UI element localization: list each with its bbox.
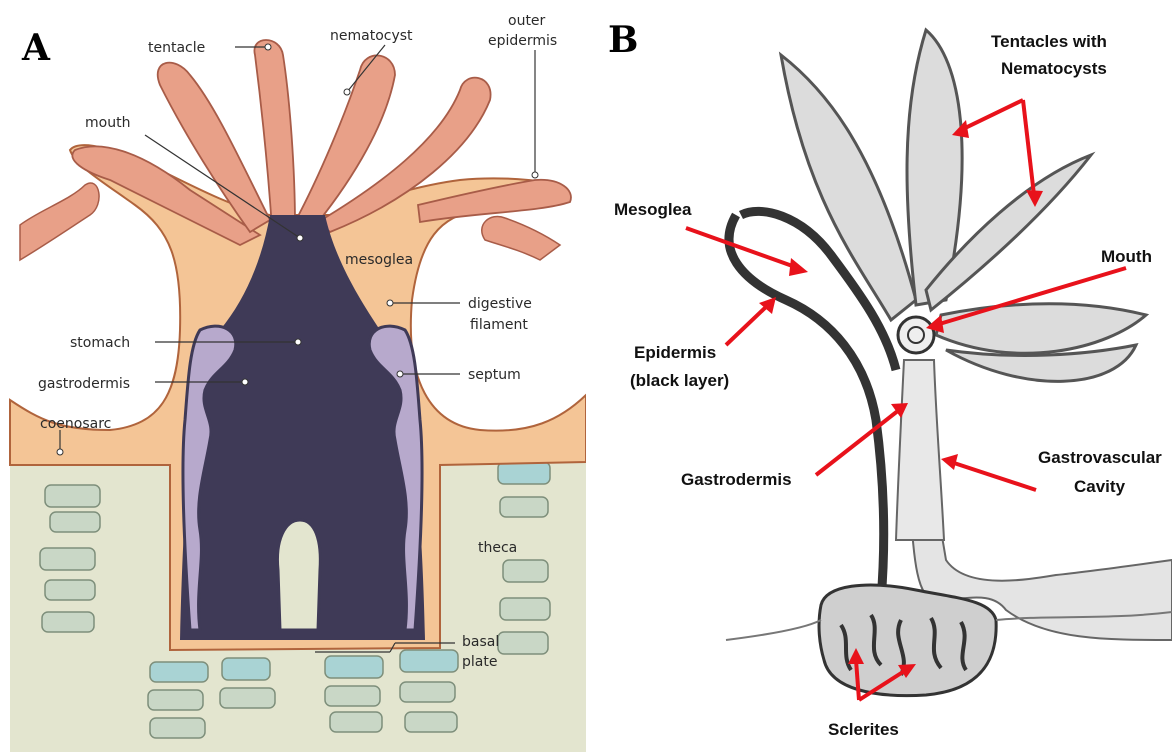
label-theca: theca: [478, 540, 517, 556]
label-septum: septum: [468, 367, 521, 383]
label-mesoglea: Mesoglea: [614, 200, 692, 219]
label-sclerites: Sclerites: [828, 720, 899, 739]
label-nematocyst: nematocyst: [330, 28, 413, 44]
label-coenosarc: coenosarc: [40, 416, 111, 432]
label-gastrodermis: Gastrodermis: [681, 470, 792, 489]
label-stomach: stomach: [70, 335, 130, 351]
label-black-layer: (black layer): [630, 371, 729, 390]
panel-a-svg: A tentacle nematocyst outer epidermis mo…: [0, 0, 586, 752]
label-gastrodermis: gastrodermis: [38, 376, 130, 392]
label-outer-epidermis-2: epidermis: [488, 33, 557, 49]
label-mouth: mouth: [85, 115, 130, 131]
label-digestive-filament-2: filament: [470, 317, 528, 333]
panel-b-letter: B: [608, 19, 638, 61]
sketch-tentacles: [781, 30, 1146, 381]
label-digestive-filament-1: digestive: [468, 296, 532, 312]
label-basal-plate-1: basal: [462, 634, 499, 650]
label-mesoglea: mesoglea: [345, 252, 413, 268]
label-cavity: Cavity: [1074, 477, 1126, 496]
sketch-mouth: [898, 317, 934, 353]
side-tentacle-left: [20, 183, 99, 260]
side-tentacle-right: [482, 217, 560, 260]
label-basal-plate-2: plate: [462, 654, 497, 670]
panel-a-coral-polyp-illustration: A tentacle nematocyst outer epidermis mo…: [0, 0, 586, 752]
label-tentacles-with: Tentacles with: [991, 32, 1107, 51]
label-epidermis: Epidermis: [634, 343, 716, 362]
panel-a-letter: A: [21, 27, 51, 69]
sketch-stalk: [896, 360, 944, 540]
panel-b-coral-polyp-sketch: B Tentacles with Nematocysts Mesoglea Mo…: [586, 0, 1172, 752]
label-outer-epidermis-1: outer: [508, 13, 546, 29]
panel-b-svg: B Tentacles with Nematocysts Mesoglea Mo…: [586, 0, 1172, 752]
label-nematocysts-text: Nematocysts: [1001, 59, 1107, 78]
label-tentacle: tentacle: [148, 40, 205, 56]
label-gastrovascular: Gastrovascular: [1038, 448, 1162, 467]
label-mouth: Mouth: [1101, 247, 1152, 266]
